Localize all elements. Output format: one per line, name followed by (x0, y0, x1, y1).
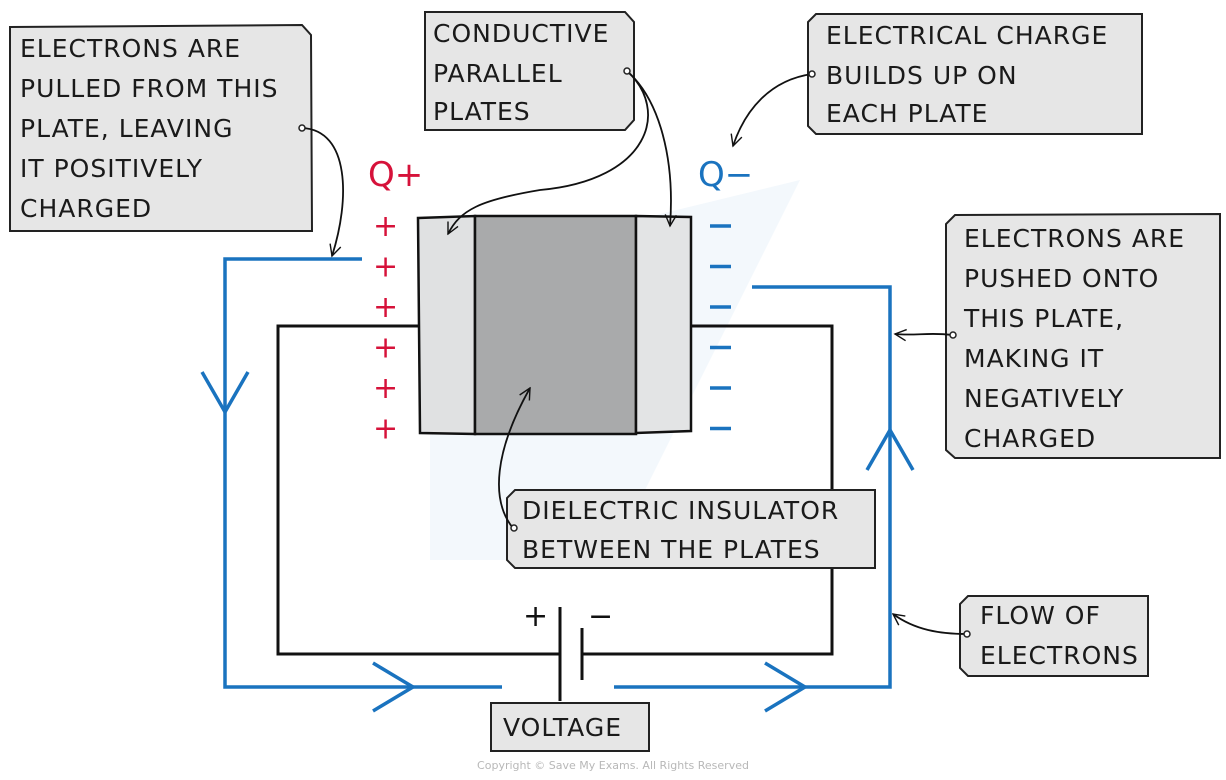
svg-text:NEGATIVELY: NEGATIVELY (964, 384, 1124, 413)
svg-text:ELECTRONS ARE: ELECTRONS ARE (964, 224, 1185, 253)
electron-flow-arrows (200, 371, 915, 713)
label-conductive-plates: CONDUCTIVE PARALLEL PLATES (424, 11, 635, 131)
svg-text:CONDUCTIVE: CONDUCTIVE (433, 19, 609, 48)
svg-text:PLATE, LEAVING: PLATE, LEAVING (20, 114, 233, 143)
pointer-electrons-pulled (301, 127, 344, 256)
svg-text:BUILDS UP ON: BUILDS UP ON (826, 61, 1018, 90)
svg-text:FLOW OF: FLOW OF (980, 601, 1101, 630)
annotation-arrows (301, 70, 968, 635)
pointer-electrons-pushed (895, 334, 953, 335)
battery-negative-terminal: − (588, 599, 613, 634)
pointer-flow (893, 614, 968, 635)
battery-cell (558, 607, 584, 701)
battery-positive-terminal: + (523, 599, 548, 634)
label-electrons-pushed: ELECTRONS ARE PUSHED ONTO THIS PLATE, MA… (945, 212, 1221, 459)
svg-text:VOLTAGE: VOLTAGE (503, 713, 622, 742)
pointer-plate-right (626, 70, 671, 226)
positive-charge-sign: + (373, 331, 398, 366)
copyright: Copyright © Save My Exams. All Rights Re… (477, 759, 749, 772)
flow-arrow-right-right (764, 661, 809, 713)
positive-charge-sign: + (373, 250, 398, 285)
label-charge-builds: ELECTRICAL CHARGE BUILDS UP ON EACH PLAT… (807, 13, 1143, 135)
dielectric-insulator (473, 214, 638, 436)
flow-arrow-down (200, 371, 250, 416)
svg-text:ELECTRICAL CHARGE: ELECTRICAL CHARGE (826, 21, 1108, 50)
svg-text:EACH PLATE: EACH PLATE (826, 99, 988, 128)
svg-text:BETWEEN THE PLATES: BETWEEN THE PLATES (522, 535, 821, 564)
positive-charges: + + + + + + (373, 209, 398, 447)
positive-charge-sign: + (373, 412, 398, 447)
svg-text:IT POSITIVELY: IT POSITIVELY (20, 154, 203, 183)
positive-plate (416, 214, 477, 436)
positive-charge-sign: + (373, 290, 398, 325)
svg-text:ELECTRONS ARE: ELECTRONS ARE (20, 34, 241, 63)
svg-text:ELECTRONS: ELECTRONS (980, 641, 1139, 670)
pointer-charge-builds (733, 73, 813, 146)
positive-charge-sign: + (373, 209, 398, 244)
positive-charge-sign: + (373, 371, 398, 406)
svg-text:PLATES: PLATES (433, 97, 531, 126)
flow-arrow-right-left (372, 661, 417, 713)
label-dielectric: DIELECTRIC INSULATOR BETWEEN THE PLATES (506, 489, 876, 569)
svg-text:DIELECTRIC INSULATOR: DIELECTRIC INSULATOR (522, 496, 839, 525)
pointer-plate-left (447, 70, 649, 234)
flow-arrow-up (865, 426, 915, 471)
svg-text:PARALLEL: PARALLEL (433, 59, 563, 88)
label-voltage: VOLTAGE (490, 702, 650, 752)
negative-charges (710, 224, 731, 431)
svg-text:PULLED FROM THIS: PULLED FROM THIS (20, 74, 278, 103)
svg-text:MAKING IT: MAKING IT (964, 344, 1104, 373)
electron-flow-path (223, 257, 892, 689)
capacitor (416, 214, 693, 436)
label-electrons-pulled: ELECTRONS ARE PULLED FROM THIS PLATE, LE… (9, 23, 314, 232)
svg-text:CHARGED: CHARGED (20, 194, 152, 223)
svg-text:PUSHED ONTO: PUSHED ONTO (964, 264, 1159, 293)
negative-plate (634, 214, 693, 435)
label-flow-of-electrons: FLOW OF ELECTRONS (959, 595, 1149, 677)
svg-text:CHARGED: CHARGED (964, 424, 1096, 453)
annotation-dots (298, 67, 971, 638)
positive-charge-label: Q+ (368, 155, 423, 195)
pointer-dielectric (498, 388, 531, 529)
svg-text:THIS PLATE,: THIS PLATE, (963, 304, 1124, 333)
negative-charge-label: Q− (698, 155, 753, 195)
